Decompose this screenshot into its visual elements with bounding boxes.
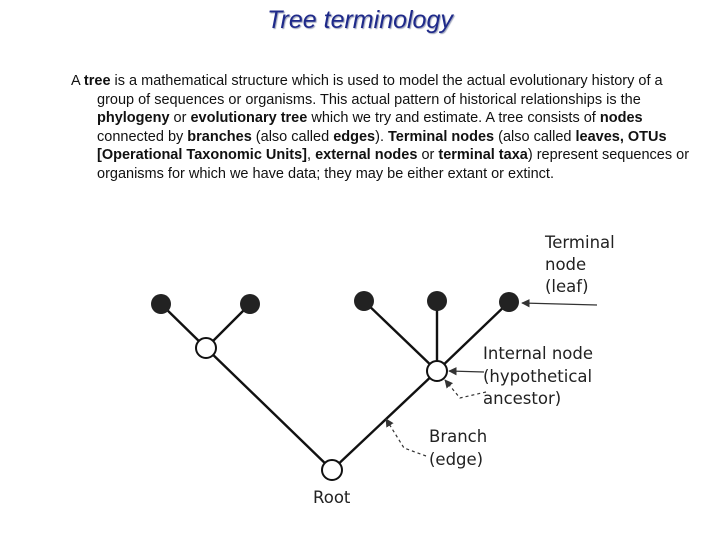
paragraph-text: which we try and estimate. A tree consis…	[307, 110, 600, 127]
bold-term: branches	[187, 128, 252, 145]
terminal-node	[427, 291, 447, 311]
branch-right-leaf3	[363, 300, 438, 372]
root-label: Root	[313, 488, 351, 507]
internal-node	[195, 337, 217, 359]
terminal-node	[240, 294, 260, 314]
internal-node	[426, 360, 448, 382]
branch-right-leaf5	[436, 301, 510, 372]
terminal-node-label-line1: Terminal	[544, 233, 615, 252]
terminal-node-label-line3: (leaf)	[545, 277, 589, 296]
branch-root-right	[331, 370, 438, 471]
bold-term: phylogeny	[97, 110, 170, 127]
bold-term: external nodes	[315, 147, 418, 164]
bold-term: evolutionary tree	[190, 110, 308, 127]
terminal-node	[151, 294, 171, 314]
description-paragraph: A tree is a mathematical structure which…	[71, 72, 697, 184]
paragraph-text: connected by	[97, 128, 188, 145]
paragraph-text: or	[417, 147, 439, 164]
paragraph-text: (also called	[251, 128, 334, 145]
bold-term: nodes	[599, 110, 643, 127]
branch-label-line1: Branch	[429, 427, 487, 446]
branch-label-line2: (edge)	[429, 450, 483, 469]
branch-leader	[385, 418, 427, 457]
paragraph-text: is a mathematical structure which is use…	[97, 73, 663, 108]
paragraph-text: or	[169, 110, 191, 127]
paragraph-text: A	[71, 73, 84, 89]
paragraph-text: (also called	[494, 128, 576, 145]
terminal-node-arrow	[521, 299, 598, 308]
bold-term: tree	[83, 73, 111, 89]
internal-node-arrow	[448, 367, 485, 376]
terminal-node	[354, 291, 374, 311]
terminal-node	[499, 292, 519, 312]
internal-node-label-line2: (hypothetical	[483, 367, 592, 386]
bold-term: leaves, OTUs [Operational Taxonomic Unit…	[97, 128, 667, 164]
paragraph-text: ,	[307, 147, 316, 164]
bold-term: edges	[333, 128, 376, 145]
branch-root-left	[205, 347, 333, 471]
root-node	[321, 459, 343, 481]
bold-term: terminal taxa	[438, 147, 528, 164]
paragraph-text: ).	[375, 128, 388, 145]
internal-node-label-line3: ancestor)	[483, 389, 561, 408]
terminal-node-label-line2: node	[545, 255, 586, 274]
internal-node-label-line1: Internal node	[483, 344, 593, 363]
page-title: Tree terminology	[267, 6, 453, 34]
paragraph-text: ) represent sequences or organisms for w…	[97, 147, 690, 182]
internal-node-leader	[444, 379, 487, 399]
bold-term: Terminal nodes	[388, 128, 495, 145]
